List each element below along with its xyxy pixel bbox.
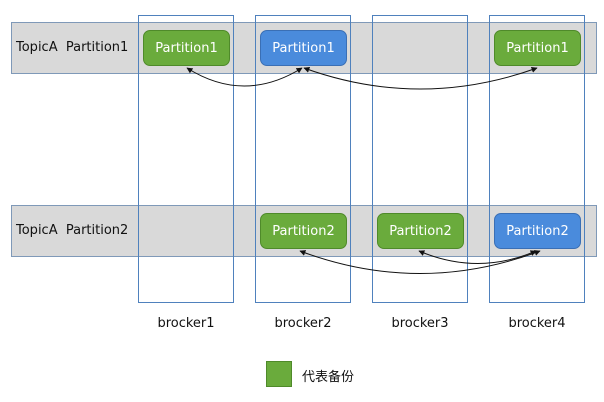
partition1-replica-broker4[interactable]: Partition1: [494, 30, 581, 66]
partition1-label: TopicA Partition1: [16, 40, 129, 55]
broker-column-3: [372, 15, 468, 303]
arrow-p1-broker1-broker2: [186, 67, 303, 87]
partition2-replica-broker2[interactable]: Partition2: [260, 213, 347, 249]
legend-swatch: [266, 361, 292, 387]
partition1-replica-broker1[interactable]: Partition1: [143, 30, 230, 66]
arrow-p2-broker2-broker4: [299, 250, 541, 274]
broker-column-4: [489, 15, 585, 303]
broker-label-1: brocker1: [157, 316, 215, 331]
broker-column-1: [138, 15, 234, 303]
broker-label-3: brocker3: [391, 316, 449, 331]
arrow-p1-broker2-broker4: [303, 66, 538, 90]
arrow-p2-broker3-broker4: [418, 250, 537, 264]
partition1-leader-broker2[interactable]: Partition1: [260, 30, 347, 66]
broker-column-2: [255, 15, 351, 303]
broker-label-4: brocker4: [508, 316, 566, 331]
partition2-replica-broker3[interactable]: Partition2: [377, 213, 464, 249]
partition2-leader-broker4[interactable]: Partition2: [494, 213, 581, 249]
broker-label-2: brocker2: [274, 316, 332, 331]
partition2-label: TopicA Partition2: [16, 223, 129, 238]
legend-label: 代表备份: [302, 370, 355, 385]
